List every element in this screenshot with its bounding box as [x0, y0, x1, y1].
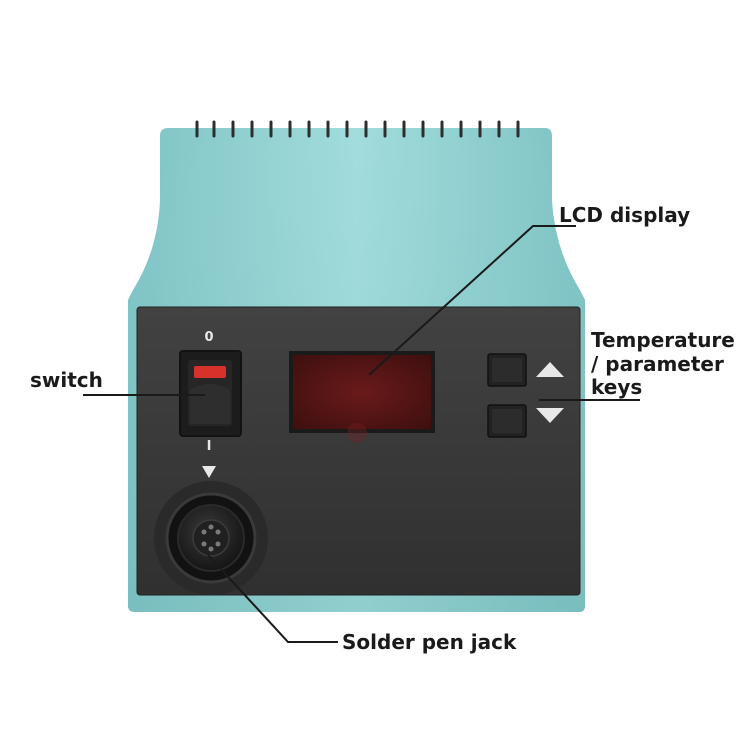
cooling-fins: [195, 120, 520, 138]
jack-callout-line: [207, 554, 338, 643]
temperature-up-key[interactable]: [487, 353, 527, 387]
switch-indicator: [194, 366, 226, 378]
solder-pen-jack[interactable]: [154, 481, 268, 595]
lcd-display-label: LCD display: [559, 203, 691, 227]
arrow-down-indicator-icon: [202, 466, 216, 478]
switch-off-mark: 0: [204, 330, 214, 345]
arrow-down-icon: [536, 408, 564, 423]
switch-on-mark: I: [206, 439, 212, 454]
temperature-keys-label-line1: Temperature: [591, 328, 735, 352]
callout-lines: [83, 225, 640, 643]
lcd-callout-line: [368, 225, 576, 376]
temperature-keys-label-line3: keys: [591, 375, 643, 399]
lcd-display: [289, 351, 435, 443]
temperature-keys-label-line2: / parameter: [591, 352, 724, 376]
power-switch[interactable]: [179, 350, 242, 437]
arrow-up-icon: [536, 362, 564, 377]
temperature-down-key[interactable]: [487, 404, 527, 438]
solder-pen-jack-label: Solder pen jack: [342, 630, 517, 654]
switch-label: switch: [30, 368, 103, 392]
